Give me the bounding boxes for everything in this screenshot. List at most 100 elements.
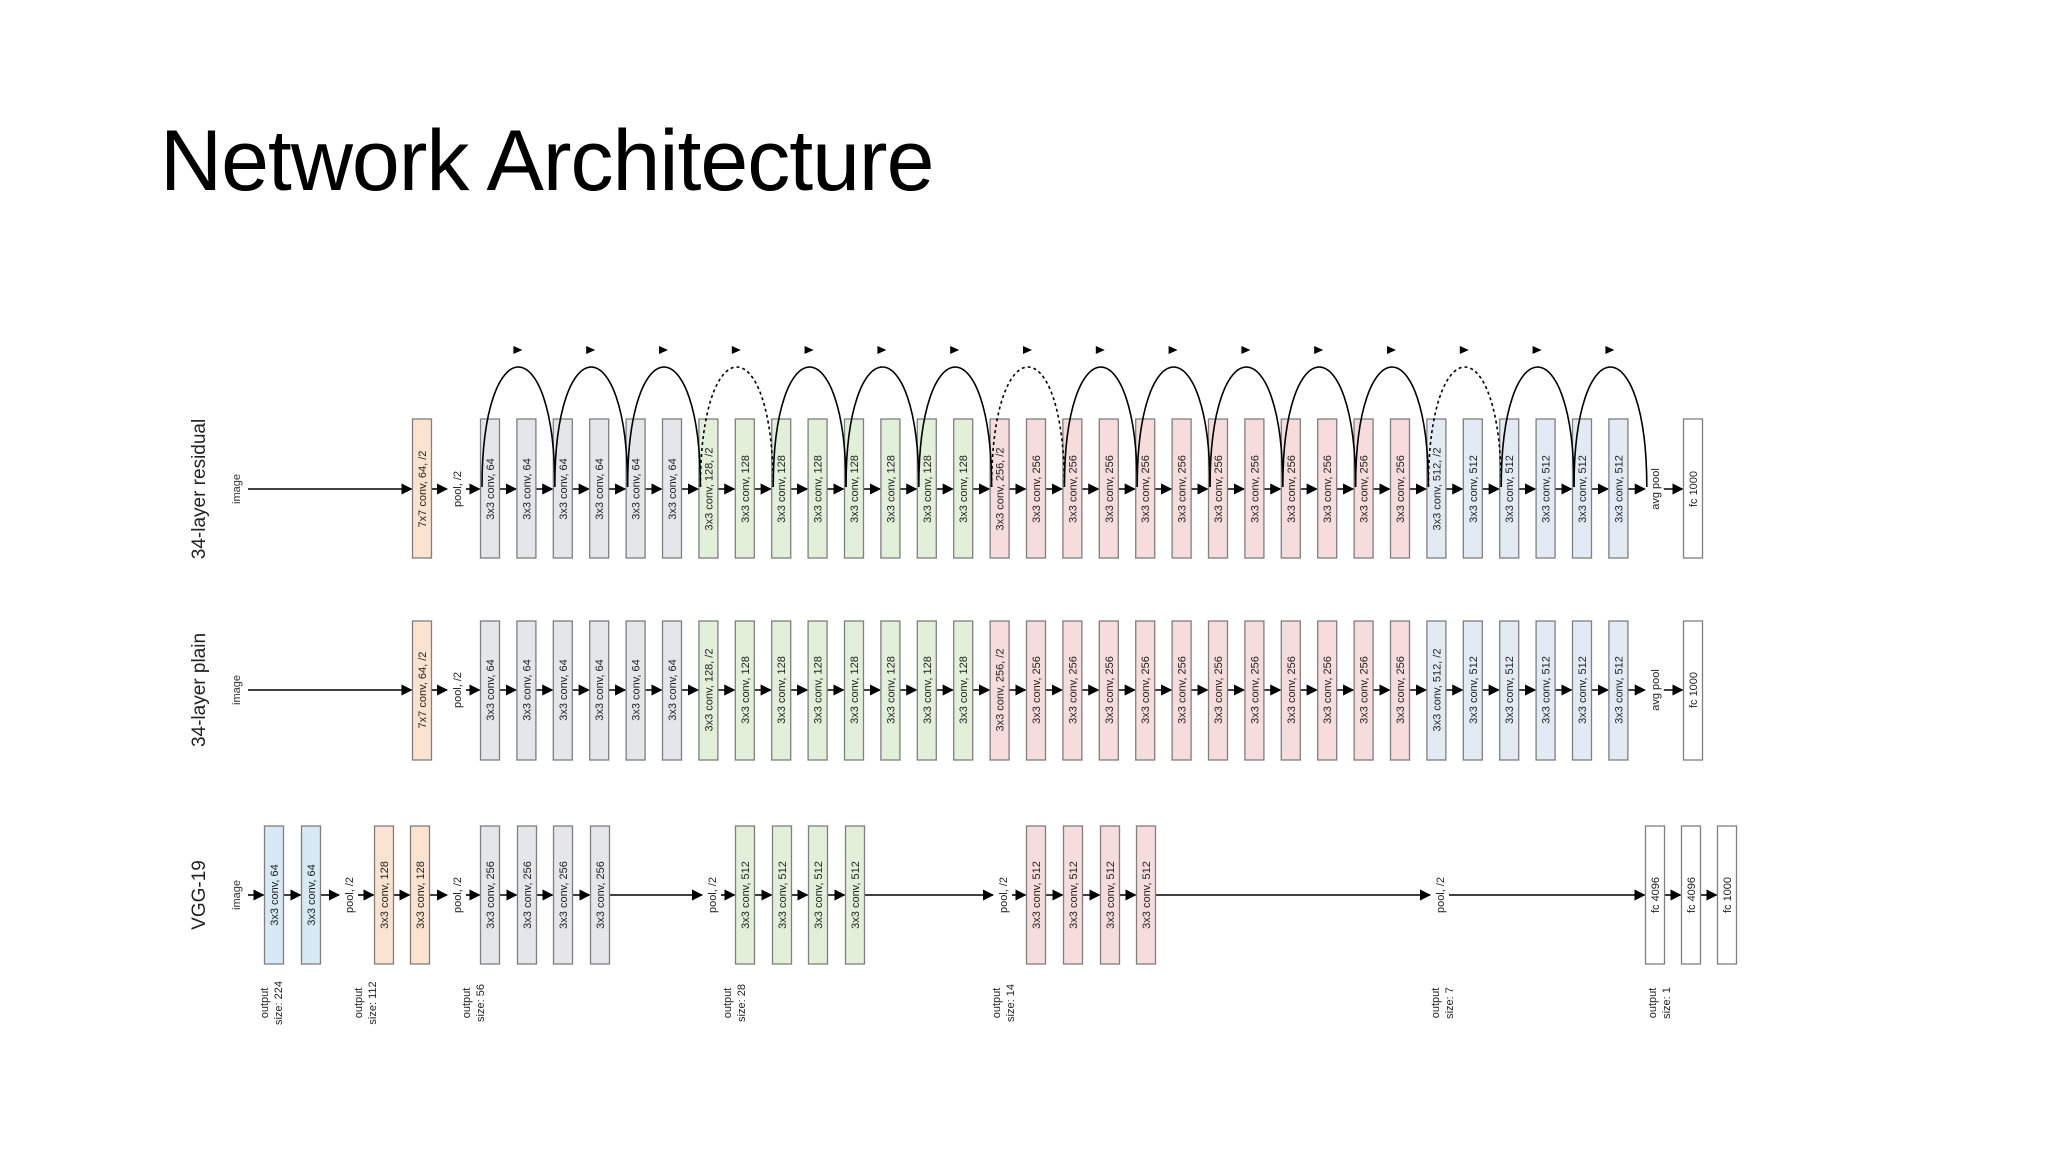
layer-box	[953, 620, 974, 761]
layer-box	[1171, 620, 1192, 761]
skip-connection	[1500, 366, 1575, 488]
op-pool-2: pool, /2	[452, 471, 464, 507]
layer-box	[1426, 418, 1447, 559]
layer-label: 3x3 conv, 64	[485, 458, 497, 520]
layer-box	[625, 620, 646, 761]
layer-box	[552, 825, 574, 965]
row-label-residual: 34-layer residual	[189, 419, 210, 559]
layer-label: pool, /2	[452, 672, 464, 708]
layer-label: fc 1000	[1688, 471, 1700, 507]
layer-label: 3x3 conv, 512	[1541, 455, 1553, 523]
layer-label: 3x3 conv, 64	[594, 659, 606, 721]
layer-label: 3x3 conv, 128	[776, 656, 788, 724]
layer-3x3-conv-256: 3x3 conv, 256	[1244, 418, 1265, 559]
layer-3x3-conv-256: 3x3 conv, 256	[1062, 620, 1083, 761]
layer-label: 3x3 conv, 256	[1140, 656, 1152, 724]
op-avg-pool: avg pool	[1650, 468, 1662, 510]
skip-arrowhead	[586, 346, 596, 354]
layer-box	[411, 418, 433, 559]
layer-label: 3x3 conv, 512	[1031, 861, 1043, 929]
layer-box	[1535, 418, 1556, 559]
layer-box	[1426, 620, 1447, 761]
layer-3x3-conv-256: 3x3 conv, 256	[1207, 620, 1229, 761]
layer-3x3-conv-256: 3x3 conv, 256	[479, 825, 501, 965]
layer-3x3-conv-256-2: 3x3 conv, 256, /2	[989, 620, 1010, 761]
output-size-value: size: 224	[273, 981, 285, 1025]
op-avg-pool: avg pool	[1650, 669, 1662, 711]
skip-arrowhead	[1023, 346, 1032, 354]
layer-3x3-conv-512: 3x3 conv, 512	[1499, 620, 1520, 761]
layer-3x3-conv-512-2: 3x3 conv, 512, /2	[1426, 620, 1447, 761]
layer-label: 3x3 conv, 64	[269, 864, 281, 926]
layer-3x3-conv-128: 3x3 conv, 128	[734, 418, 755, 559]
input-label: image	[231, 675, 243, 705]
layer-3x3-conv-64: 3x3 conv, 64	[263, 825, 285, 965]
layer-label: 3x3 conv, 64	[558, 659, 570, 721]
skip-arrowhead	[804, 346, 814, 354]
input-label: image	[231, 880, 243, 910]
row-label-vgg: VGG-19	[189, 860, 210, 930]
layer-fc-4096: fc 4096	[1644, 825, 1666, 965]
layer-label: 3x3 conv, 64	[667, 659, 679, 721]
layer-box	[1135, 825, 1157, 965]
layer-3x3-conv-256: 3x3 conv, 256	[1317, 620, 1338, 761]
output-size-label: output	[461, 988, 473, 1019]
layer-3x3-conv-256: 3x3 conv, 256	[1171, 418, 1192, 559]
layer-label: 3x3 conv, 256	[1067, 656, 1079, 724]
skip-connection	[1354, 366, 1430, 488]
layer-label: 3x3 conv, 128	[849, 656, 861, 724]
layer-box	[1571, 418, 1593, 559]
layer-box	[589, 418, 610, 559]
layer-3x3-conv-64: 3x3 conv, 64	[589, 620, 610, 761]
layer-label: 3x3 conv, 512	[1141, 861, 1153, 929]
layer-box	[516, 825, 538, 965]
layer-label: 3x3 conv, 512	[1613, 455, 1625, 523]
layer-label: 3x3 conv, 256	[1031, 656, 1043, 724]
layer-label: 3x3 conv, 256	[1067, 455, 1079, 523]
layer-label: 3x3 conv, 256	[1395, 656, 1407, 724]
layer-3x3-conv-64: 3x3 conv, 64	[661, 418, 683, 559]
layer-fc-1000: fc 1000	[1682, 418, 1704, 559]
op-pool-2: pool, /2	[998, 877, 1010, 913]
layer-label: 3x3 conv, 128	[885, 455, 897, 523]
layer-box	[1317, 620, 1338, 761]
layer-label: 3x3 conv, 512	[1577, 656, 1589, 724]
layer-label: 3x3 conv, 256	[1322, 455, 1334, 523]
layer-box	[1317, 418, 1338, 559]
output-size-label: output	[722, 988, 734, 1019]
layer-label: 3x3 conv, 128	[958, 455, 970, 523]
layer-box	[1682, 620, 1704, 761]
layer-box	[698, 418, 719, 559]
op-pool-2: pool, /2	[452, 672, 464, 708]
layer-label: fc 1000	[1722, 877, 1734, 913]
layer-box	[843, 620, 865, 761]
skip-connection	[1282, 366, 1357, 488]
layer-3x3-conv-512: 3x3 conv, 512	[1062, 825, 1084, 965]
layer-label: 3x3 conv, 512	[1504, 455, 1516, 523]
layer-3x3-conv-256: 3x3 conv, 256	[1025, 418, 1047, 559]
layer-box	[516, 418, 537, 559]
layer-label: 3x3 conv, 256, /2	[995, 649, 1007, 732]
layer-3x3-conv-128: 3x3 conv, 128	[953, 418, 974, 559]
layer-box	[1716, 825, 1738, 965]
layer-box	[263, 825, 285, 965]
layer-label: 3x3 conv, 512	[740, 861, 752, 929]
layer-box	[1462, 620, 1483, 761]
layer-box	[1062, 825, 1084, 965]
layer-label: avg pool	[1650, 468, 1662, 510]
skip-arrowhead	[1314, 346, 1324, 354]
skip-arrowhead	[1605, 346, 1615, 354]
layer-label: 3x3 conv, 256	[522, 861, 534, 929]
layer-label: 3x3 conv, 128	[922, 656, 934, 724]
slide-title: Network Architecture	[160, 113, 934, 209]
layer-label: 3x3 conv, 256	[558, 861, 570, 929]
layer-box	[989, 418, 1010, 559]
layer-box	[1280, 418, 1301, 559]
layer-label: 3x3 conv, 512	[1105, 861, 1117, 929]
layer-3x3-conv-64: 3x3 conv, 64	[625, 620, 646, 761]
layer-box	[916, 418, 937, 559]
layer-3x3-conv-256: 3x3 conv, 256	[1353, 620, 1374, 761]
layer-box	[1135, 418, 1156, 559]
